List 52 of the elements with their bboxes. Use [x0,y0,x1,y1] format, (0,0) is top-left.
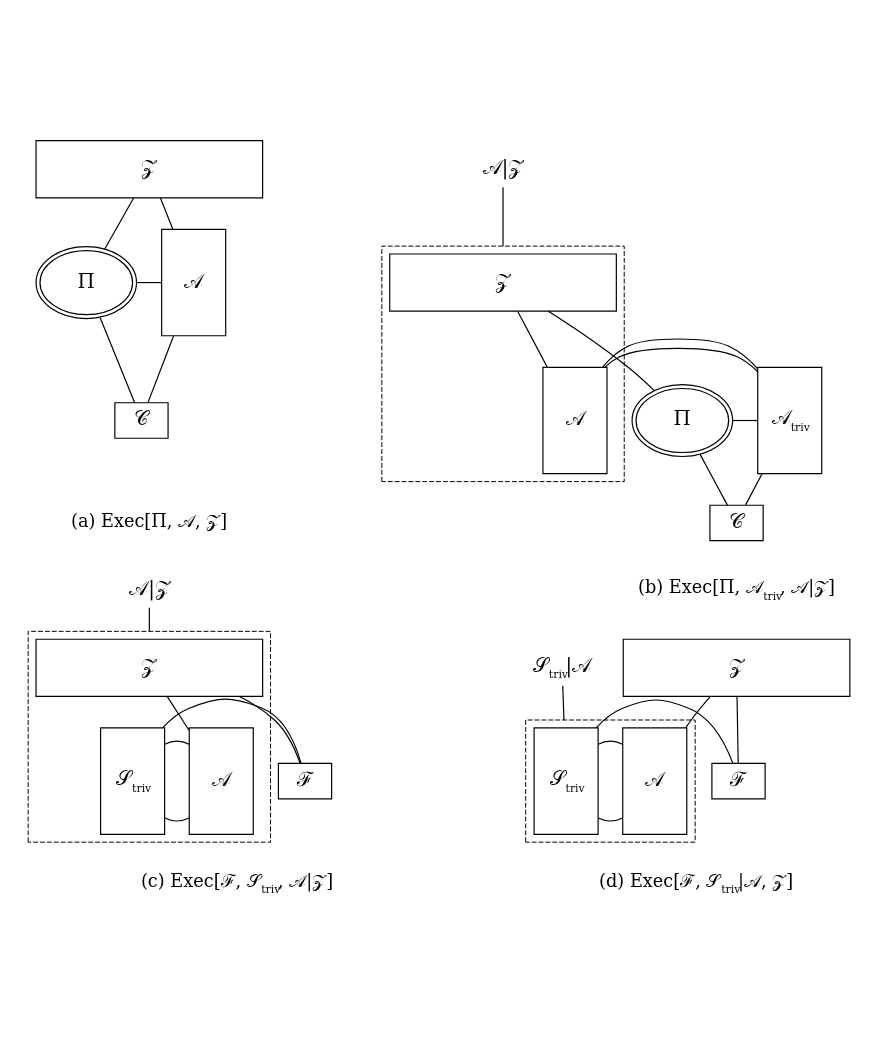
connector [699,453,728,506]
connector [159,196,174,230]
connector [164,816,190,822]
connector [604,347,759,372]
cluster [525,719,696,843]
connector [685,695,711,728]
node-box: 𝒜 [161,228,227,336]
node-text: 𝒜|𝒵 [482,155,524,179]
connector [602,337,759,369]
connector [166,695,190,731]
node-box: 𝒜 [542,366,608,474]
node-box: 𝒜 [188,726,254,835]
node-box: ℱ [711,762,766,799]
connector [238,695,301,764]
label: (d) Exec[ℱ, 𝒮$_{triv}$|𝒜, 𝒵] [599,870,794,896]
connector [104,196,135,250]
node-box: 𝒮$_{triv}$ [100,726,166,835]
label: (a) Exec[Π, 𝒜, 𝒵] [71,510,228,531]
node-box: 𝒞 [114,401,169,439]
node-box: ℱ [277,762,333,799]
connector [732,419,759,421]
connector [745,472,763,505]
node-box: 𝒵 [35,638,264,697]
node-box: 𝒵 [35,139,264,198]
connector [164,740,190,745]
node-box: 𝒞 [709,504,764,541]
connector [517,310,548,368]
connector [502,186,504,247]
label: (c) Exec[ℱ, 𝒮$_{triv}$, 𝒜|𝒵] [140,870,334,896]
node-box: 𝒮$_{triv}$ [533,726,599,835]
node-text: 𝒮$_{triv}$|𝒜 [533,653,592,681]
node-box: 𝒜 [622,726,688,835]
connector [562,684,565,721]
connector [597,740,624,745]
node-box: 𝒵 [622,638,851,697]
node-box: 𝒵 [389,252,617,312]
label: (b) Exec[Π, 𝒜$_{triv}$, 𝒜|𝒵] [638,576,836,603]
node-ellipse: Π [631,383,734,457]
connector [597,816,624,822]
node-box: 𝒜$_{triv}$ [757,366,823,474]
node-text: 𝒜|𝒵 [129,576,170,600]
connector [148,606,150,632]
cluster [381,245,625,482]
connector [547,310,655,391]
node-ellipse: Π [35,245,138,319]
connector [147,335,175,403]
connector [136,281,163,283]
connector [736,695,739,764]
connector [162,698,302,764]
connector [595,698,734,764]
connector [99,316,136,403]
cluster [27,630,272,843]
